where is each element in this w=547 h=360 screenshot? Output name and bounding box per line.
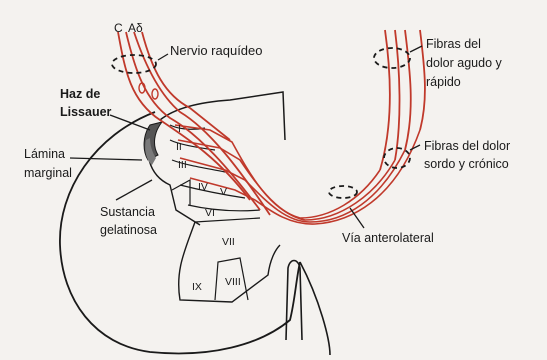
root-ganglion-marks — [139, 83, 158, 99]
fiber-adelta-label: Aδ — [128, 21, 143, 35]
lamina-VI: VI — [205, 207, 215, 219]
lamina-IV: IV — [198, 181, 208, 193]
lamina-V: V — [220, 186, 227, 198]
lamina-VII: VII — [222, 236, 235, 248]
lamina-III: III — [178, 159, 187, 171]
sordo-label-line1: Fibras del dolor — [424, 139, 510, 153]
lamina-VIII: VIII — [225, 276, 241, 288]
fibers-anterolateral — [380, 30, 425, 170]
haz-label-line1: Haz de — [60, 87, 100, 101]
lamina-IX: IX — [192, 281, 202, 293]
agudo-label-line3: rápido — [426, 75, 461, 89]
via-label: Vía anterolateral — [342, 231, 434, 245]
sustancia-label-line1: Sustancia — [100, 205, 155, 219]
leader-lines — [70, 46, 422, 228]
agudo-label-line2: dolor agudo y — [426, 56, 503, 70]
haz-label-line2: Lissauer — [60, 105, 112, 119]
lamina-II: II — [176, 141, 182, 153]
lamina-label-line1: Lámina — [24, 147, 65, 161]
sustancia-label-line2: gelatinosa — [100, 223, 157, 237]
nervio-label: Nervio raquídeo — [170, 43, 263, 58]
spinal-cord-outline-right — [300, 262, 330, 355]
lamina-I: I — [178, 123, 181, 135]
sordo-label-line2: sordo y crónico — [424, 157, 509, 171]
agudo-label-line1: Fibras del — [426, 37, 481, 51]
lamina-label-line2: marginal — [24, 166, 72, 180]
fiber-c-label: C — [114, 21, 123, 35]
lamina-lines — [170, 125, 260, 222]
fibers-dorsal-root — [118, 32, 270, 215]
